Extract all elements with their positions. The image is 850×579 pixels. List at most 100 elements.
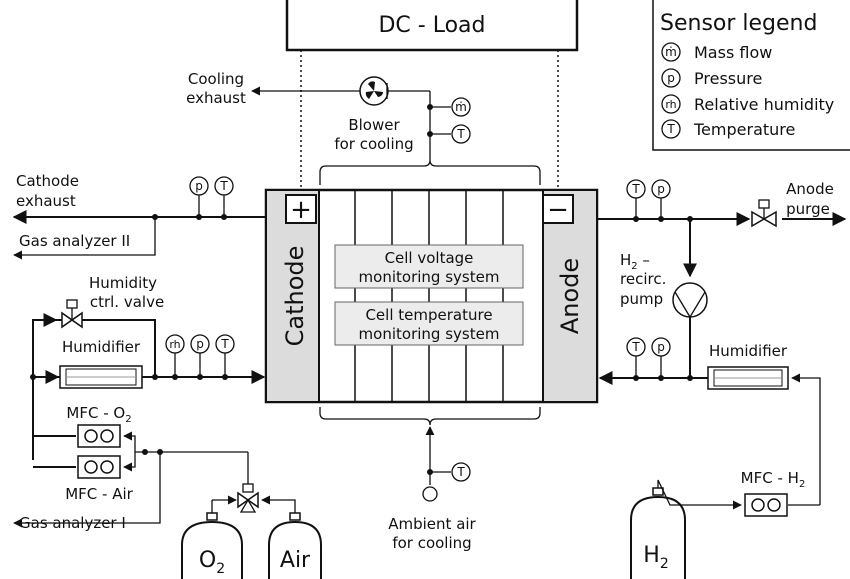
purge-valve (751, 199, 777, 228)
minus-terminal (542, 194, 574, 224)
legend-symbol: T (666, 122, 675, 136)
humidity-valve-label-2: ctrl. valve (90, 293, 164, 311)
dc-load-label: DC - Load (378, 13, 485, 38)
cell-voltage-line2: monitoring system (359, 268, 500, 286)
gas-analyzer-2-line (13, 217, 156, 260)
cell-voltage-line1: Cell voltage (385, 249, 474, 267)
cell-temperature-line2: monitoring system (359, 325, 500, 343)
cooling-exhaust-label-1: Cooling (188, 70, 244, 88)
air-tank-label: Air (280, 548, 311, 573)
sensor-pressure: p (189, 176, 209, 196)
humidifier-left-label: Humidifier (62, 338, 141, 356)
sensor-humidity: rh (165, 334, 185, 354)
sensor-temperature: T (451, 124, 471, 144)
svg-text:T: T (631, 182, 640, 196)
sensor-temperature: T (626, 179, 646, 199)
cathode-panel (265, 189, 320, 403)
o2-tank-label: O2 (199, 548, 225, 577)
plus-terminal (285, 194, 317, 224)
sensor-pressure: p (651, 179, 671, 199)
anode-purge-label-2: purge (786, 200, 830, 218)
anode-panel (542, 189, 598, 403)
legend-symbol: rh (665, 98, 676, 111)
sensor-temperature: T (215, 334, 235, 354)
svg-text:rh: rh (169, 338, 180, 351)
legend-label: Mass flow (694, 43, 772, 62)
svg-text:T: T (456, 465, 465, 479)
sensor-temperature: T (451, 462, 471, 482)
cathode-label: Cathode (281, 246, 309, 347)
gas-analyzer-2-label: Gas analyzer II (19, 232, 130, 250)
h2-recirc-label-2: recirc. (620, 270, 666, 288)
air-feed (261, 495, 296, 516)
mfc-o2-label: MFC - O2 (66, 404, 131, 425)
svg-text:p: p (195, 179, 203, 193)
sensor-pressure: p (651, 337, 671, 357)
legend-symbol: ṁ (665, 45, 677, 59)
air-tank: Air (268, 512, 322, 579)
recirculation-pump-icon (672, 282, 708, 318)
h2-tank: H2 (630, 487, 686, 579)
fuel-cell-stack: + − Cathode Anode Cell voltage monitorin… (264, 188, 599, 404)
humidifier-right-label: Humidifier (709, 342, 788, 360)
mfc-air-label: MFC - Air (65, 485, 133, 503)
svg-text:p: p (657, 182, 665, 196)
ambient-air-inlet (422, 486, 438, 502)
cell-voltage-box (334, 244, 524, 289)
legend-label: Pressure (694, 69, 762, 88)
sensor-legend: Sensor legend ṁ Mass flow p Pressure rh … (652, 0, 850, 151)
humidity-valve-label-1: Humidity (89, 274, 157, 292)
blower-label-1: Blower (348, 116, 400, 134)
svg-text:ṁ: ṁ (455, 100, 467, 114)
legend-item-temperature: T Temperature (661, 119, 795, 139)
cooling-inlet-manifold (319, 407, 541, 426)
anode-purge-label-1: Anode (786, 180, 834, 198)
plus-sign: + (290, 195, 312, 225)
legend-label: Relative humidity (694, 95, 834, 114)
mfc-o2 (77, 424, 121, 448)
minus-sign: − (547, 195, 569, 225)
h2-feed-line (791, 373, 821, 505)
mfc-o2-feed (123, 431, 145, 453)
svg-text:T: T (220, 337, 229, 351)
mfc-air (77, 455, 121, 479)
humidifier-right (707, 366, 789, 390)
sensor-mass-flow: ṁ (451, 97, 471, 117)
anode-label: Anode (556, 258, 584, 334)
humidity-control-valve (61, 299, 83, 329)
gas-analyzer-1-line (13, 452, 161, 528)
svg-text:T: T (456, 127, 465, 141)
humidifier-left (59, 365, 143, 389)
h2-recirc-label-3: pump (620, 290, 663, 308)
ambient-air-label-1: Ambient air (388, 515, 476, 533)
mfc-h2 (744, 493, 788, 517)
cooling-exhaust-label-2: exhaust (186, 89, 246, 107)
h2-tank-label: H2 (643, 543, 668, 572)
mfc-air-feed (123, 452, 136, 472)
blower-icon (359, 76, 389, 106)
legend-item-mass-flow: ṁ Mass flow (661, 42, 772, 62)
cell-temperature-box (334, 301, 524, 346)
sensor-temperature: T (626, 337, 646, 357)
cooling-outlet-manifold (319, 159, 541, 185)
sensor-temperature: T (214, 176, 234, 196)
mfc-h2-label: MFC - H2 (741, 469, 806, 490)
svg-text:p: p (196, 337, 204, 351)
legend-item-humidity: rh Relative humidity (661, 94, 834, 114)
h2-tank-outlet (657, 479, 742, 510)
three-way-valve (237, 483, 259, 513)
blower-label-2: for cooling (334, 135, 413, 153)
ambient-air-label-2: for cooling (392, 534, 471, 552)
dc-load-box: DC - Load (285, 0, 579, 52)
legend-item-pressure: p Pressure (661, 68, 762, 88)
o2-tank: O2 (181, 512, 243, 579)
svg-text:T: T (631, 340, 640, 354)
h2-recirc-label-1: H2 – (620, 251, 650, 272)
legend-label: Temperature (693, 120, 795, 139)
legend-symbol: p (667, 71, 675, 85)
bypass-line (32, 319, 62, 460)
legend-title: Sensor legend (660, 11, 817, 36)
cathode-exhaust-label-1: Cathode (16, 172, 79, 190)
